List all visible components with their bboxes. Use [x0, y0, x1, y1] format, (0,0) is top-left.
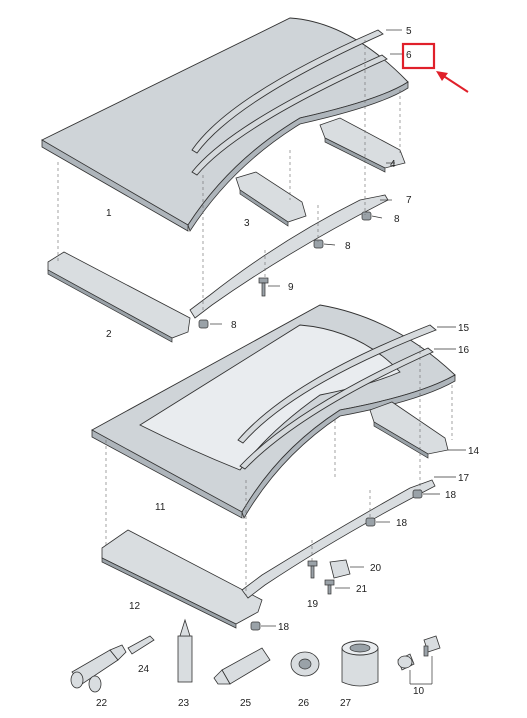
callout-5: 5 — [406, 26, 412, 37]
nozzle-part-22 — [70, 644, 127, 693]
callout-26: 26 — [298, 698, 310, 709]
cross-member-part-14 — [369, 401, 449, 459]
callout-10: 10 — [413, 686, 425, 697]
highlight-marker — [401, 42, 469, 93]
lower-guide-lines — [105, 345, 453, 595]
callout-18b: 18 — [396, 518, 408, 529]
callout-23: 23 — [178, 698, 190, 709]
callout-7: 7 — [406, 195, 412, 206]
callout-3: 3 — [244, 218, 250, 229]
callout-21: 21 — [356, 584, 368, 595]
bracket-part-20 — [329, 559, 351, 579]
clip-part-8a — [361, 211, 372, 221]
leader-lines — [210, 29, 466, 685]
callout-15: 15 — [458, 323, 470, 334]
callout-17: 17 — [458, 473, 470, 484]
cross-member-part-3 — [235, 171, 307, 227]
callout-2: 2 — [106, 329, 112, 340]
callout-25: 25 — [240, 698, 252, 709]
callout-20: 20 — [370, 563, 382, 574]
callout-22: 22 — [96, 698, 108, 709]
callout-8b: 8 — [345, 241, 351, 252]
roof-seal-strip-part-17 — [241, 479, 436, 599]
clip-part-18b — [365, 517, 376, 527]
screw-part-21 — [324, 579, 335, 595]
roof-rail-part-5 — [191, 29, 384, 154]
tip-part-24 — [127, 635, 155, 655]
callout-9: 9 — [288, 282, 294, 293]
front-frame-part-2 — [47, 251, 191, 343]
clip-part-18a — [412, 489, 423, 499]
callout-6: 6 — [406, 50, 412, 61]
roof-rail-part-15 — [237, 324, 437, 444]
rivet-set-part-10 — [397, 635, 441, 671]
callout-24: 24 — [138, 664, 150, 675]
upper-guide-lines — [57, 40, 401, 310]
callout-19: 19 — [307, 599, 319, 610]
roof-rail-part-16 — [239, 347, 434, 470]
callout-16: 16 — [458, 345, 470, 356]
callout-27: 27 — [340, 698, 352, 709]
can-part-27 — [341, 640, 379, 687]
front-frame-part-12 — [101, 529, 263, 629]
callout-11: 11 — [155, 502, 166, 513]
tape-roll-part-26 — [290, 651, 320, 677]
clip-part-8c — [198, 319, 209, 329]
clip-part-8b — [313, 239, 324, 249]
cross-member-part-4 — [319, 117, 406, 173]
callout-8a: 8 — [394, 214, 400, 225]
callout-labels: 1 2 3 4 5 6 7 8 8 8 9 10 11 12 14 15 16 … — [96, 26, 480, 709]
callout-8c: 8 — [231, 320, 237, 331]
clip-part-18c — [250, 621, 261, 631]
callout-18a: 18 — [445, 490, 457, 501]
callout-18c: 18 — [278, 622, 290, 633]
roof-rail-part-6 — [191, 54, 388, 176]
callout-4: 4 — [390, 159, 396, 170]
screw-part-19 — [307, 560, 318, 579]
tube-part-23 — [177, 618, 193, 683]
tube-part-25 — [213, 647, 271, 685]
callout-12: 12 — [129, 601, 141, 612]
screw-part-9 — [258, 277, 269, 297]
callout-1: 1 — [106, 208, 112, 219]
callout-14: 14 — [468, 446, 480, 457]
